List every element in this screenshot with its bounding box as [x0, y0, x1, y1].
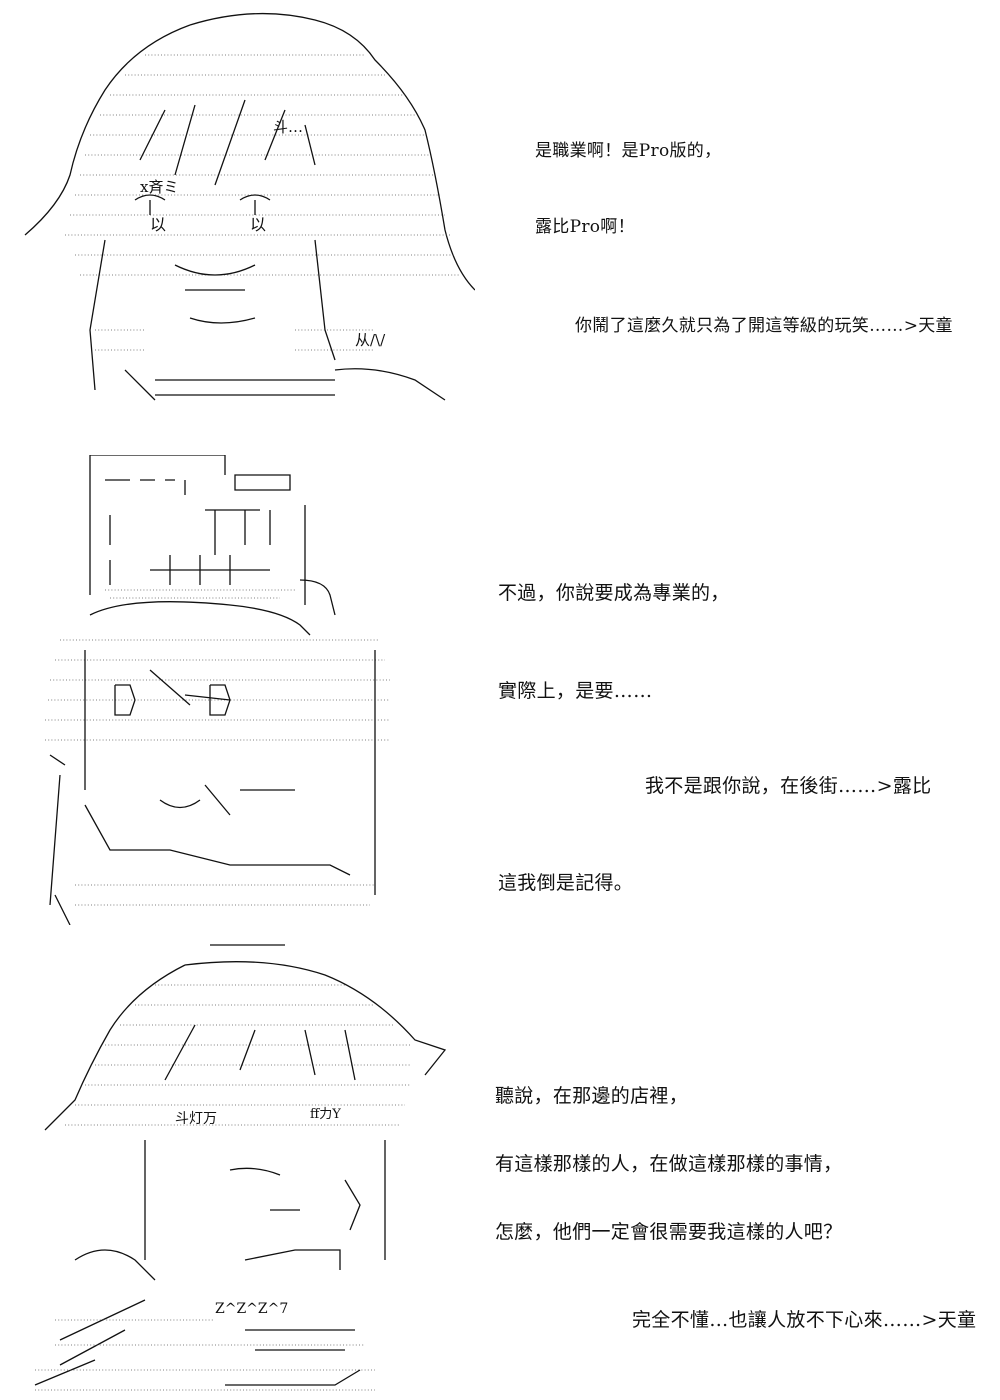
ascii-art-girl-pondering: 斗灯万 ff力Y Z^Z^Z^7 — [34, 944, 447, 1391]
dialogue-line: 我不是跟你說，在後街……>露比 — [645, 775, 932, 797]
dialogue-line: 是職業啊！是Pro版的， — [535, 141, 722, 161]
panel-1: 斗… x斉ミ 以 以 从/\/ 是職業啊！是Pro版的， 露比Pro啊！ 你鬧了… — [0, 0, 1000, 430]
dialogue-line: 這我倒是記得。 — [498, 872, 634, 894]
art-text-face1-d: 以 — [250, 215, 266, 234]
art-text-face1-a: 斗… — [273, 118, 303, 136]
art-text-face1-c: 以 — [150, 215, 166, 234]
art-text-face3-a: 斗灯万 — [175, 1111, 217, 1127]
dialogue-line: 實際上，是要…… — [498, 680, 653, 702]
art-text-face3-c: Z^Z^Z^7 — [215, 1301, 288, 1317]
dialogue-line: 你鬧了這麼久就只為了開這等級的玩笑……>天童 — [575, 316, 953, 336]
dialogue-line: 不過，你說要成為專業的， — [498, 582, 730, 604]
dialogue-line: 怎麼，他們一定會很需要我這樣的人吧？ — [495, 1221, 843, 1243]
art-text-face3-b: ff力Y — [310, 1107, 341, 1122]
panel-3: 斗灯万 ff力Y Z^Z^Z^7 聽說，在那邊的店裡， 有這樣那樣的人，在做這樣… — [0, 935, 1000, 1400]
art-text-face1-b: x斉ミ — [140, 178, 178, 196]
dialogue-line: 露比Pro啊！ — [535, 217, 635, 237]
dialogue-line: 完全不懂…也讓人放不下心來……>天童 — [632, 1309, 977, 1331]
art-text-face1-e: 从/\/ — [355, 331, 386, 349]
dialogue-line: 有這樣那樣的人，在做這樣那樣的事情， — [495, 1153, 843, 1175]
ascii-art-girl-with-box — [45, 455, 390, 925]
ascii-art-girl-smiling: 斗… x斉ミ 以 以 从/\/ — [24, 12, 475, 401]
dialogue-line: 聽說，在那邊的店裡， — [495, 1085, 689, 1107]
panel-2: 不過，你說要成為專業的， 實際上，是要…… 我不是跟你說，在後街……>露比 這我… — [0, 440, 1000, 930]
